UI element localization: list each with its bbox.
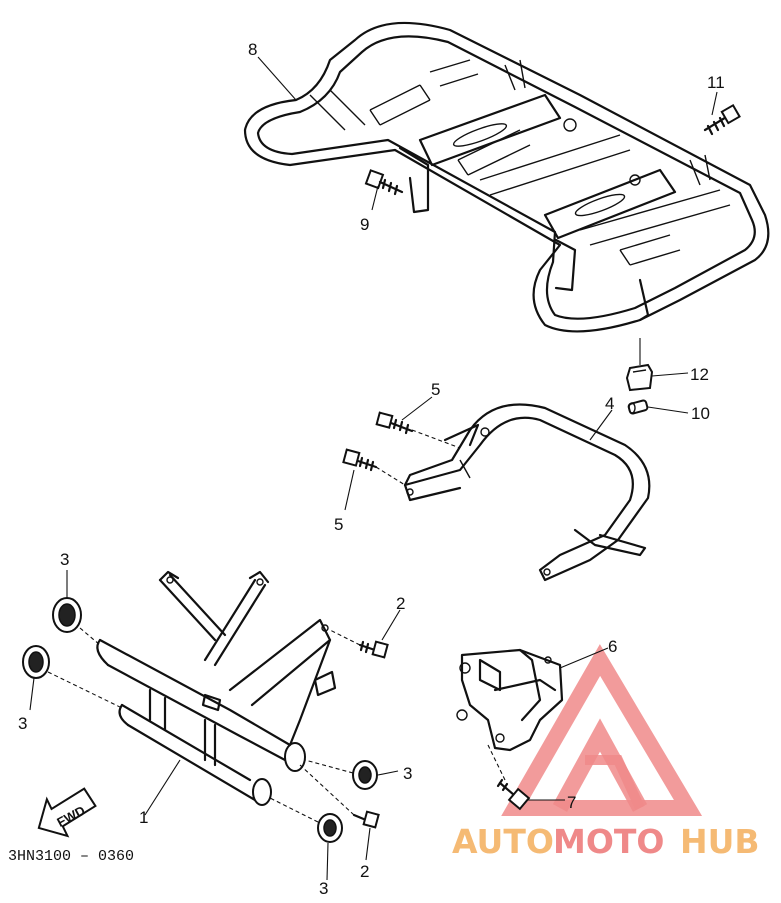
callout-8: 8 xyxy=(248,40,257,59)
bolt-part-5-lower xyxy=(342,448,378,472)
watermark-part1: AUTO xyxy=(452,822,554,861)
bolt-part-11 xyxy=(703,103,741,136)
callout-5-upper: 5 xyxy=(431,380,440,399)
fwd-arrow-icon: FWD xyxy=(37,787,97,838)
callout-3-c: 3 xyxy=(403,764,412,783)
bolt-part-7 xyxy=(496,778,531,811)
watermark-part3: HUB xyxy=(680,822,760,861)
callout-2-lower: 2 xyxy=(360,862,369,881)
bracket-part-6 xyxy=(456,648,564,752)
bolt-part-2-upper xyxy=(358,640,389,659)
rear-carrier-part-8 xyxy=(243,21,770,333)
rubber-damper-part-3-c xyxy=(352,760,378,790)
callout-labels: 1 2 2 3 3 3 3 4 5 5 6 7 8 9 10 11 12 xyxy=(18,40,725,898)
callout-11: 11 xyxy=(707,73,725,92)
rubber-damper-part-3-b xyxy=(22,645,50,679)
diagram-code: 3HN3100 – 0360 xyxy=(8,848,134,865)
bolt-part-5-upper xyxy=(375,411,414,435)
callout-7: 7 xyxy=(567,793,576,812)
callout-12: 12 xyxy=(690,365,709,384)
callout-3-b: 3 xyxy=(18,714,27,733)
rubber-damper-part-3-a xyxy=(52,597,82,633)
front-bumper-part-1 xyxy=(96,570,337,806)
leader-lines xyxy=(29,56,718,881)
watermark-text: AUTO MOTO HUB xyxy=(452,822,760,861)
callout-10: 10 xyxy=(691,404,710,423)
bolt-part-2-lower xyxy=(352,810,380,829)
callout-4: 4 xyxy=(605,394,614,413)
callout-2-upper: 2 xyxy=(396,594,405,613)
bolt-part-9 xyxy=(364,169,404,196)
grommet-part-12 xyxy=(625,363,654,392)
callout-3-a: 3 xyxy=(60,550,69,569)
callout-3-d: 3 xyxy=(319,879,328,898)
collar-part-10 xyxy=(627,399,649,415)
watermark-part2: MOTO xyxy=(553,822,664,861)
callout-5-lower: 5 xyxy=(334,515,343,534)
callout-9: 9 xyxy=(360,215,369,234)
callout-6: 6 xyxy=(608,637,617,656)
callout-1: 1 xyxy=(139,808,148,827)
rubber-damper-part-3-d xyxy=(317,813,343,843)
carrier-stay-part-4 xyxy=(403,403,651,582)
watermark-logo xyxy=(501,644,703,816)
